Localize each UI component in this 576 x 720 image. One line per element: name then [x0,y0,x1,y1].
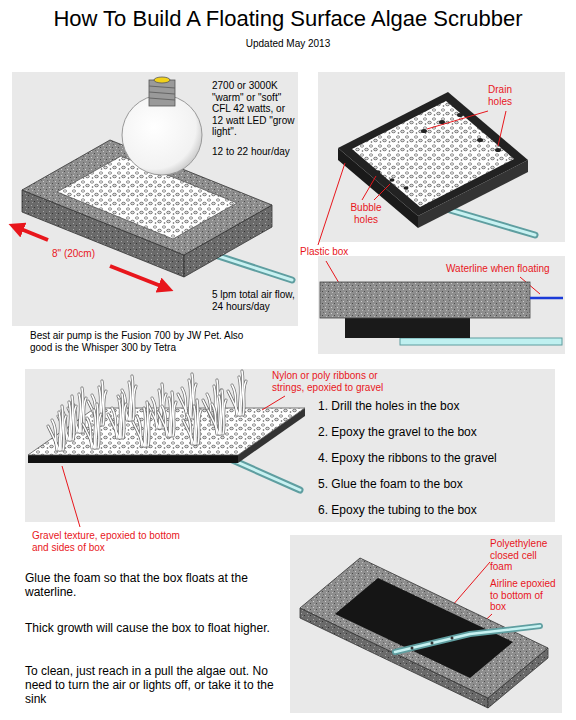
holes [376,113,502,190]
part-label: Gravel texture, epoxied to bottom and si… [32,530,192,553]
step: 1. Drill the holes in the box [318,400,554,414]
air-tube [228,458,300,490]
pump-note: Best air pump is the Fusion 700 by JW Pe… [30,330,245,353]
panel [318,72,565,242]
dimension: 8" (20cm) [52,248,108,260]
dimension-arrow [16,227,166,288]
panel [290,535,562,713]
part-label: Nylon or poly ribbons or strings, epoxie… [272,370,400,393]
note: Glue the foam so that the box floats at … [25,572,287,600]
leader-line [318,111,540,322]
title: How To Build A Floating Surface Algae Sc… [0,6,576,31]
air-note: 5 lpm total air flow, 24 hours/day [212,289,296,312]
part-label: Bubble holes [345,202,387,225]
part-label: Polyethylene closed cell foam [490,538,560,573]
part-label: Drain holes [478,84,522,107]
light-bulb [122,77,202,175]
panel [12,72,298,326]
subtitle: Updated May 2013 [0,38,576,50]
panel [318,256,565,354]
airline [395,626,540,652]
part-label: Waterline when floating [446,263,562,275]
lamp-note: 2700 or 3000K "warm" or "soft" CFL 42 wa… [212,80,296,138]
step: 4. Epoxy the ribbons to the gravel [318,452,554,466]
note: To clean, just reach in a pull the algae… [25,665,287,706]
note: Thick growth will cause the box to float… [25,622,287,636]
step: 5. Glue the foam to the box [318,478,554,492]
lamp-note: 12 to 22 hour/day [212,146,296,158]
section-view [320,282,563,345]
part-label: Airline epoxied to bottom of box [490,578,560,613]
plastic-box [338,92,528,228]
ribbons [48,371,246,450]
step: 2. Epoxy the gravel to the box [318,426,554,440]
panel [25,369,555,522]
air-tube [450,210,535,235]
part-label: Plastic box [300,246,360,258]
step: 6. Epoxy the tubing to the box [318,504,554,518]
